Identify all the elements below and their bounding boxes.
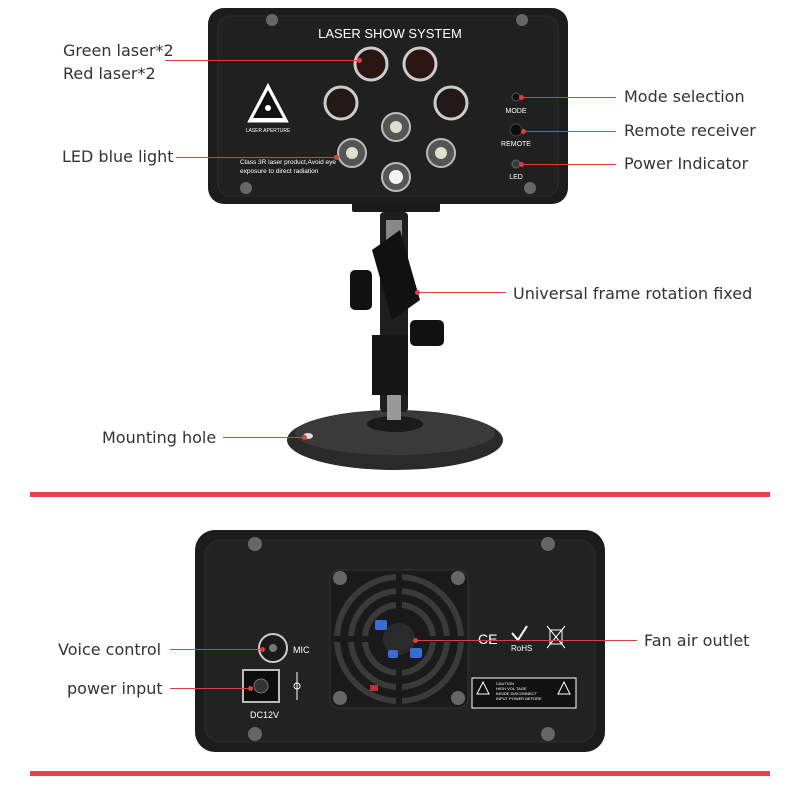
- section-divider-bottom: [30, 771, 770, 776]
- leader-line: [170, 688, 250, 689]
- leader-line: [165, 60, 360, 61]
- screw: [240, 182, 252, 194]
- svg-text:HIGH VOL TAGE: HIGH VOL TAGE: [496, 686, 527, 691]
- aperture-label: LASER APERTURE: [246, 128, 291, 134]
- callout-remote-receiver: Remote receiver: [624, 121, 756, 140]
- screw: [541, 727, 555, 741]
- leader-line: [176, 157, 336, 158]
- screw: [333, 571, 347, 585]
- screw: [451, 571, 465, 585]
- leader-line: [522, 164, 616, 165]
- remote-label: REMOTE: [501, 141, 531, 148]
- leader-line: [522, 97, 616, 98]
- weee-bin-icon: [549, 629, 563, 645]
- laser-aperture-2: [402, 46, 438, 82]
- screw: [266, 14, 278, 26]
- leader-line: [524, 131, 616, 132]
- warning-text-1: Class 3R laser product,Avoid eye: [240, 159, 336, 166]
- leader-dot: [334, 155, 339, 160]
- leader-line: [223, 437, 305, 438]
- callout-universal-frame: Universal frame rotation fixed: [513, 284, 753, 303]
- callout-mode-selection: Mode selection: [624, 87, 745, 106]
- callout-power-input: power input: [67, 679, 163, 698]
- screw: [451, 691, 465, 705]
- rohs-mark: RoHS: [511, 644, 532, 653]
- panel-title: LASER SHOW SYSTEM: [318, 26, 462, 41]
- callout-fan-air-outlet: Fan air outlet: [644, 631, 750, 650]
- leader-dot: [248, 686, 253, 691]
- dc-label: DC12V: [250, 710, 279, 720]
- section-divider-top: [30, 492, 770, 497]
- laser-aperture-3: [323, 85, 359, 121]
- fan-hub: [383, 623, 415, 655]
- front-device-illustration: LASER SHOW SYSTEM LASER APERTURE Class 3…: [208, 8, 568, 470]
- mode-label: MODE: [506, 108, 527, 115]
- mic-label: MIC: [293, 645, 310, 655]
- back-device-illustration: MIC DC12V CE RoHS CAUTION HIGH VOL TAGE …: [195, 530, 605, 752]
- leader-dot: [415, 290, 420, 295]
- screw: [516, 14, 528, 26]
- leader-dot: [519, 95, 524, 100]
- screw: [248, 537, 262, 551]
- screw: [541, 537, 555, 551]
- screw: [333, 691, 347, 705]
- leader-dot: [413, 638, 418, 643]
- leader-line: [418, 292, 506, 293]
- warning-text-2: exposure to direct radiation: [240, 168, 319, 175]
- screw: [248, 727, 262, 741]
- laser-aperture-4: [433, 85, 469, 121]
- callout-green-laser: Green laser*2: [63, 41, 174, 60]
- ce-mark: CE: [478, 631, 497, 647]
- callout-voice-control: Voice control: [58, 640, 162, 659]
- svg-text:INSIDE DISCONNECT: INSIDE DISCONNECT: [496, 691, 537, 696]
- leader-dot: [357, 58, 362, 63]
- callout-led-blue-light: LED blue light: [62, 147, 174, 166]
- leader-dot: [519, 162, 524, 167]
- led-label: LED: [509, 174, 523, 181]
- laser-aperture-1: [353, 46, 389, 82]
- callout-power-indicator: Power Indicator: [624, 154, 749, 173]
- svg-text:INPUT POWER BEFORE: INPUT POWER BEFORE: [496, 696, 542, 701]
- leader-line: [416, 640, 637, 641]
- screw: [524, 182, 536, 194]
- svg-text:CAUTION: CAUTION: [496, 681, 514, 686]
- callout-red-laser: Red laser*2: [63, 64, 156, 83]
- leader-dot: [260, 647, 265, 652]
- callout-mounting-hole: Mounting hole: [102, 428, 217, 447]
- leader-dot: [302, 435, 307, 440]
- leader-line: [170, 649, 262, 650]
- leader-dot: [521, 129, 526, 134]
